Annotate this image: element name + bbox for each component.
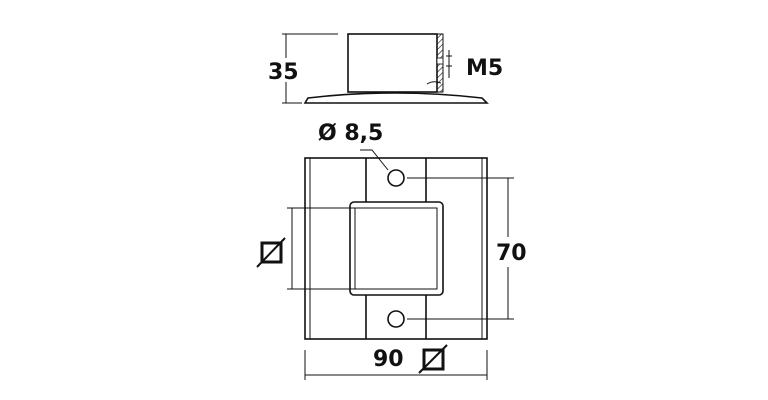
- tube-side: [347, 33, 438, 93]
- thread-label: M5: [466, 56, 503, 81]
- hole-spacing-label: 70: [496, 241, 527, 266]
- mounting-hole-top: [387, 169, 405, 187]
- plate-width-label: 90: [373, 347, 404, 372]
- height-dimension-lines: [282, 33, 338, 104]
- square-tube-inner: [354, 207, 438, 290]
- mounting-hole-bottom: [387, 310, 405, 328]
- square-tube-outer: [349, 201, 444, 296]
- height-label: 35: [268, 60, 299, 85]
- hole-leader-line: [360, 149, 389, 171]
- top-view: Ø 8,5 70 90: [256, 121, 527, 380]
- base-plate: [304, 157, 488, 340]
- thread-hole: [436, 57, 444, 65]
- square-section-icon: [256, 237, 286, 268]
- tube-size-dimension: [287, 207, 362, 290]
- hole-spacing-dimension: [407, 177, 514, 320]
- plate-width-dimension: [304, 350, 488, 380]
- square-section-icon: [418, 344, 448, 374]
- hole-diameter-label: Ø 8,5: [318, 121, 383, 146]
- base-flange: [303, 92, 489, 104]
- side-view: 35 M5: [268, 33, 503, 104]
